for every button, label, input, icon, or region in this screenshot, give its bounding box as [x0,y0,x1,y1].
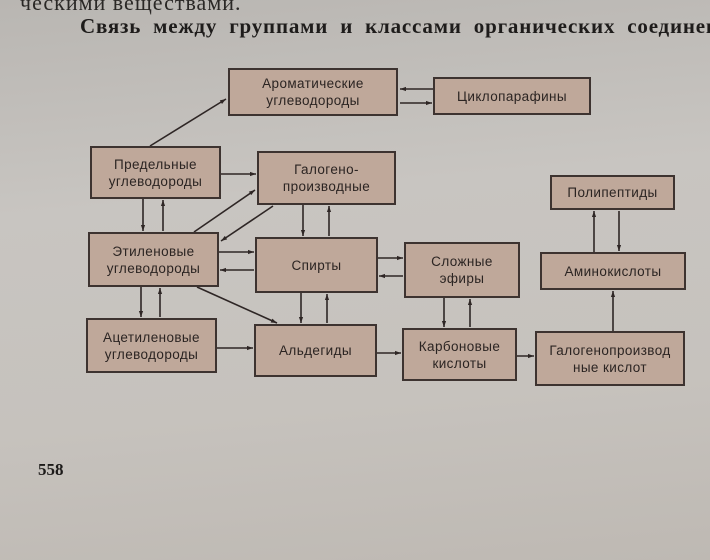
node-label: Спирты [291,257,342,273]
arrow-ethylene-to-halogen [193,189,256,233]
node-label: Полипептиды [567,185,658,200]
node-halogen: Галогено- производные [257,151,396,205]
node-cycloparaffins: Циклопарафины [433,77,591,115]
node-polypeptides: Полипептиды [550,175,675,210]
node-label: Этиленовые углеводороды [106,243,201,276]
node-esters: Сложные эфиры [404,242,520,298]
node-haloacids: Галогенопроизвод ные кислот [535,331,685,386]
page-number: 558 [38,460,64,479]
node-aromatic: Ароматические углеводороды [228,68,398,116]
node-label: Циклопарафины [457,88,567,104]
node-ethylene: Этиленовые углеводороды [88,232,219,287]
node-label: Галогено- производные [282,162,371,194]
node-label: Карбоновые кислоты [418,338,501,371]
diagram-heading: Связь между группами и классами органиче… [80,14,710,38]
node-saturated: Предельные углеводороды [90,146,221,199]
node-label: Альдегиды [279,343,352,358]
node-label: Сложные эфиры [431,254,493,286]
node-aldehydes: Альдегиды [254,324,377,377]
arrow-saturated-to-aromatic [149,98,227,147]
node-label: Ацетиленовые углеводороды [103,329,200,362]
previous-text-fragment: ческими веществами. [20,0,242,15]
arrow-halogen-to-ethylene [220,205,274,242]
node-alcohols: Спирты [255,237,378,293]
node-aminoacids: Аминокислоты [540,252,686,290]
node-label: Галогенопроизвод ные кислот [549,342,671,375]
node-label: Аминокислоты [564,263,662,279]
node-label: Ароматические углеводороды [262,76,364,108]
node-label: Предельные углеводороды [108,156,203,189]
node-carboxylic: Карбоновые кислоты [402,328,517,381]
arrow-ethylene-to-aldehydes [196,286,278,324]
node-acetylene: Ацетиленовые углеводороды [86,318,217,373]
